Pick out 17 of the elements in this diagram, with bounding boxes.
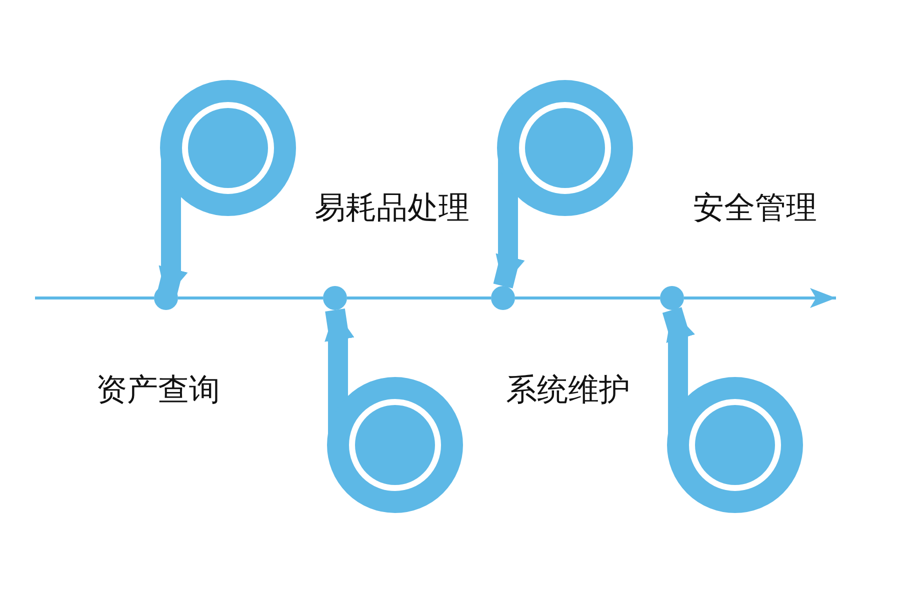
timeline-arrow <box>684 288 836 308</box>
timeline-line <box>35 296 154 300</box>
ring-drawing <box>160 80 296 216</box>
timeline-dot <box>154 286 178 310</box>
ring-drawing <box>327 377 463 513</box>
step-label: 系统维护 <box>506 371 630 410</box>
timeline-dot <box>323 286 347 310</box>
step-label: 安全管理 <box>693 189 817 228</box>
step-label: 资产查询 <box>96 371 220 410</box>
ring-drawing <box>497 80 633 216</box>
timeline-dot <box>491 286 515 310</box>
step-label: 易耗品处理 <box>314 189 470 228</box>
timeline-line <box>178 296 323 300</box>
timeline-line <box>347 296 491 300</box>
ring-drawing <box>667 377 803 513</box>
timeline-dot <box>660 286 684 310</box>
timeline-line <box>515 296 660 300</box>
